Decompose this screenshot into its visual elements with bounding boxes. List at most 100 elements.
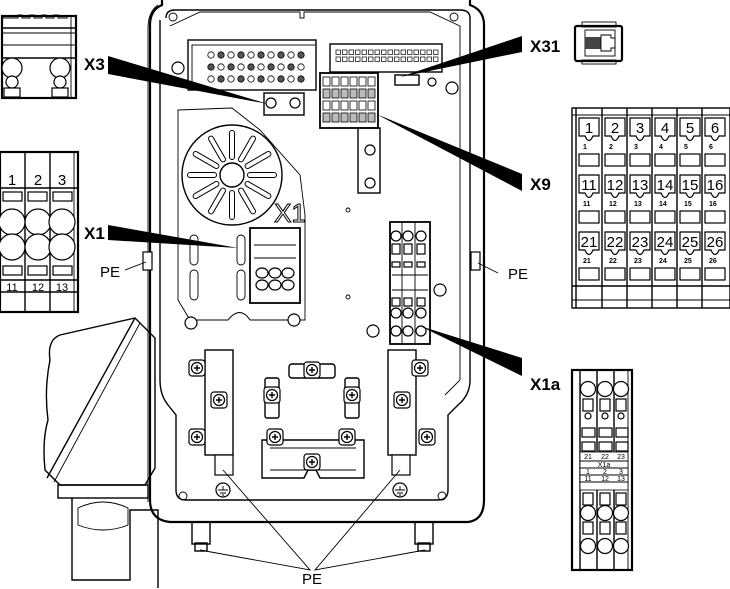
x9-terminal-cell — [704, 174, 726, 199]
header-pin — [227, 75, 235, 83]
x9-terminal-sublabel: 2 — [609, 144, 613, 151]
x9-terminal-cell — [654, 174, 676, 199]
x1a-upper-clamps — [579, 380, 630, 420]
x1a-clamp-hole — [596, 504, 614, 522]
x1a-clamp-hole — [596, 380, 614, 398]
header-pin — [297, 51, 305, 59]
x1-label-12: 12 — [32, 282, 44, 294]
header-pin — [277, 63, 285, 71]
x1a-release — [582, 521, 594, 535]
x9-terminal-cell — [654, 117, 676, 142]
header-pin — [237, 51, 245, 59]
x9-terminal-slot — [654, 267, 676, 281]
x9-terminal-sublabel: 4 — [659, 144, 663, 151]
x9-connector-detail: 1122334455661111121213131414151516162121… — [571, 107, 730, 309]
x1a-release — [582, 398, 594, 412]
x9-terminal-cell — [704, 117, 726, 142]
x9-terminal-label: 24 — [657, 234, 674, 251]
x9-terminal-label: 2 — [611, 120, 619, 137]
header-pin — [217, 63, 225, 71]
x1a-release — [582, 492, 594, 506]
x3-pointer — [108, 56, 268, 104]
x9-terminal-label: 13 — [632, 177, 649, 194]
header-pin — [287, 75, 295, 83]
x9-terminal-label: 22 — [607, 234, 624, 251]
x9-terminal-slot — [629, 267, 651, 281]
x1a-release — [599, 521, 611, 535]
x9-terminal-label: 25 — [682, 234, 699, 251]
header-pin — [207, 63, 215, 71]
x9-terminal-sublabel: 3 — [634, 144, 638, 151]
pe-bottom-leader-left — [199, 469, 312, 571]
x1-label-1: 1 — [8, 172, 16, 189]
x1a-release — [615, 521, 627, 535]
x9-terminal-sublabel: 6 — [709, 144, 713, 151]
x1a-release — [615, 492, 627, 506]
header-pin — [217, 75, 225, 83]
x9-terminal-label: 4 — [661, 120, 669, 137]
x9-terminal-cell — [604, 174, 626, 199]
header-pin — [237, 63, 245, 71]
x9-terminal-cell — [578, 231, 600, 256]
x1-label-3: 3 — [58, 172, 66, 189]
x9-terminal-label: 6 — [711, 120, 719, 137]
x9-terminal-cell — [679, 174, 701, 199]
x1a-clamp-hole — [596, 537, 614, 555]
x9-terminal-sublabel: 16 — [709, 201, 717, 208]
x9-terminal-sublabel: 12 — [609, 201, 617, 208]
x9-terminal-label: 3 — [636, 120, 644, 137]
x9-terminal-label: 26 — [707, 234, 724, 251]
x9-terminal-block — [322, 76, 376, 123]
x9-terminal-cell — [629, 174, 651, 199]
x9-terminal-sublabel: 26 — [709, 258, 717, 265]
header-pin — [237, 75, 245, 83]
header-pin — [257, 75, 265, 83]
x1a-label-12: 12 — [601, 476, 609, 483]
x9-terminal-label: 23 — [632, 234, 649, 251]
header-pin — [227, 51, 235, 59]
x9-terminal-sublabel: 13 — [634, 201, 642, 208]
callout-x31: X31 — [530, 37, 560, 56]
x1a-label-22: 22 — [601, 454, 609, 461]
callout-pointers — [108, 36, 522, 571]
x1a-center-label: X1a — [598, 462, 611, 469]
x1-housing-mark: X1 — [274, 198, 306, 228]
x9-terminal-sublabel: 25 — [684, 258, 692, 265]
header-pin — [257, 51, 265, 59]
x9-terminal-cell — [578, 117, 600, 142]
header-pin — [207, 75, 215, 83]
x9-terminal-sublabel: 11 — [583, 201, 591, 208]
x1a-label-2: 2 — [603, 469, 607, 476]
x1a-clamp-hole — [612, 537, 630, 555]
header-pin — [217, 51, 225, 59]
x1a-release — [599, 398, 611, 412]
callout-x3: X3 — [84, 55, 105, 74]
header-pin — [297, 63, 305, 71]
header-pin — [297, 75, 305, 83]
header-pin — [247, 63, 255, 71]
x1-terminal-block — [255, 267, 295, 291]
x3-pin-header — [207, 51, 305, 83]
x1a-clamp-hole — [612, 504, 630, 522]
x1a-clamp-hole — [579, 380, 597, 398]
x9-terminal-label: 12 — [607, 177, 624, 194]
x9-terminal-label: 14 — [657, 177, 674, 194]
x31-pointer — [400, 36, 522, 77]
x9-terminal-slot — [604, 210, 626, 224]
callout-pe-left: PE — [100, 264, 120, 281]
x9-terminal-cell — [578, 174, 600, 199]
x9-terminal-slot — [704, 210, 726, 224]
x1-label-2: 2 — [34, 172, 42, 189]
header-pin — [287, 51, 295, 59]
callout-x1: X1 — [84, 224, 105, 243]
header-pin — [267, 63, 275, 71]
header-pin — [287, 63, 295, 71]
x9-terminal-label: 1 — [585, 120, 593, 137]
x1a-label-23: 23 — [617, 454, 625, 461]
x9-terminal-slot — [629, 210, 651, 224]
x1-pointer — [108, 225, 238, 248]
fan-grille — [187, 130, 277, 220]
x1a-label-13: 13 — [617, 476, 625, 483]
x9-terminal-slot — [679, 210, 701, 224]
socket-housing — [43, 317, 159, 588]
